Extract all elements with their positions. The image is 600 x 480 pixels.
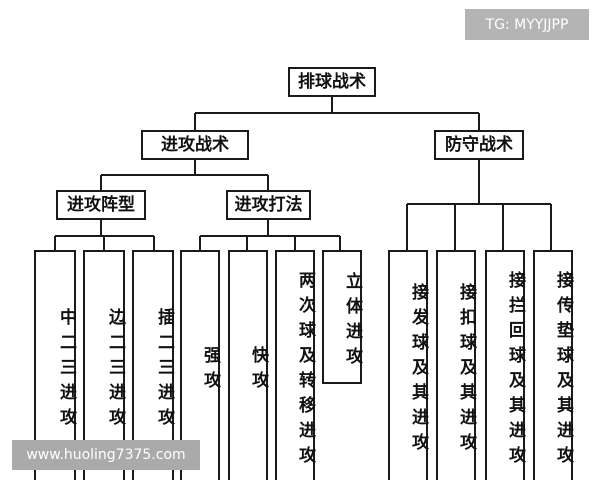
node-offense-formation: 进攻阵型 bbox=[56, 190, 146, 220]
node-offense-tactics: 进攻战术 bbox=[141, 130, 249, 160]
leaf-receive-set-dig-and-attack: 接传垫球及其进攻 bbox=[533, 250, 573, 480]
watermark-site-url: www.huoling7375.com bbox=[12, 440, 200, 470]
leaf-receive-block-rebound-and-attack: 接拦回球及其进攻 bbox=[485, 250, 525, 480]
leaf-multilevel-attack: 立体进攻 bbox=[322, 250, 362, 384]
watermark-tg-badge: TG: MYYJJPP bbox=[465, 9, 589, 40]
node-root: 排球战术 bbox=[288, 67, 376, 97]
leaf-receive-spike-and-attack: 接扣球及其进攻 bbox=[436, 250, 476, 480]
leaf-receive-serve-and-attack: 接发球及其进攻 bbox=[388, 250, 428, 480]
leaf-second-ball-transition-attack: 两次球及转移进攻 bbox=[275, 250, 315, 480]
node-defense-tactics: 防守战术 bbox=[434, 130, 524, 160]
leaf-quick-attack: 快攻 bbox=[228, 250, 268, 480]
node-offense-play: 进攻打法 bbox=[226, 190, 311, 220]
